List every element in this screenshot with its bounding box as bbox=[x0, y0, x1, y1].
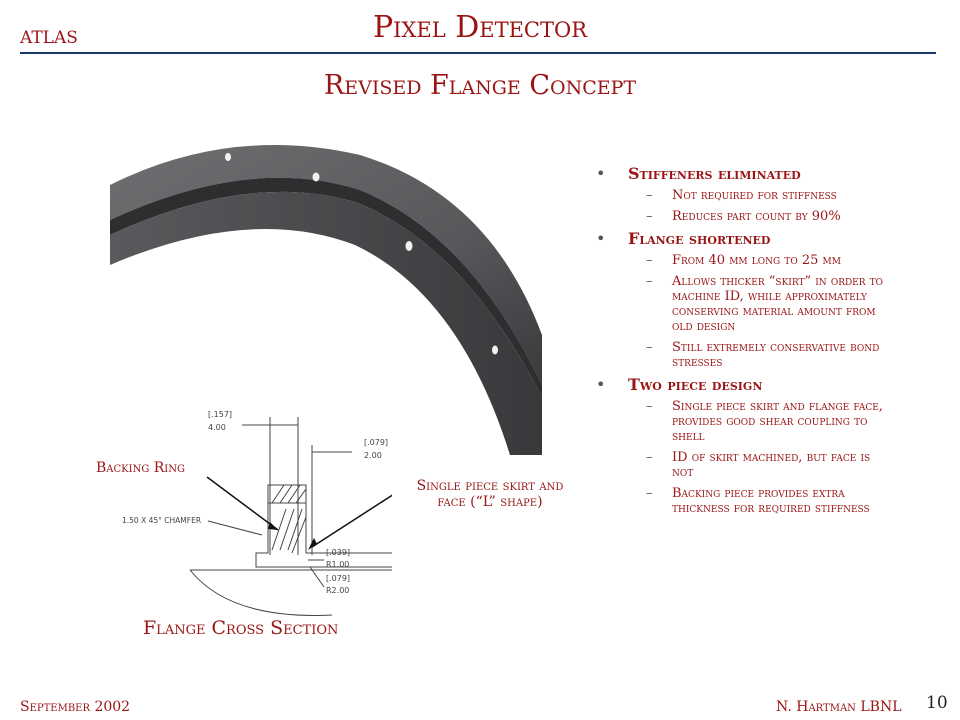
dim-label: R2.00 bbox=[326, 586, 349, 595]
slide-subtitle: Revised Flange Concept bbox=[323, 70, 637, 101]
sub-bullet-item: –Not required for stiffness bbox=[646, 188, 837, 204]
bullet-item: • Two piece design bbox=[596, 375, 896, 394]
dim-label: [.157] bbox=[208, 410, 232, 419]
slide-title: Pixel Detector bbox=[372, 10, 588, 45]
atlas-logo-text: ATLAS bbox=[20, 28, 78, 48]
bullet-item: • Flange shortened bbox=[596, 229, 896, 248]
chamfer-label: 1.50 X 45° CHAMFER bbox=[122, 516, 201, 525]
skirt-callout: Single piece skirt and face (“L” shape) bbox=[416, 478, 564, 511]
sub-bullet-text: Single piece skirt and flange face, prov… bbox=[672, 399, 883, 444]
sub-bullet-item: –ID of skirt machined, but face is not bbox=[646, 449, 871, 480]
sub-bullet-text: Backing piece provides extra thickness f… bbox=[672, 485, 870, 516]
dim-label: 4.00 bbox=[208, 423, 226, 432]
bullet-text: Flange shortened bbox=[628, 229, 771, 249]
flange-cross-section-drawing: [.157] 4.00 [.079] 2.00 1.50 X 45° CHAMF… bbox=[122, 410, 392, 616]
page-number: 10 bbox=[926, 693, 948, 713]
sub-bullet-item: –Backing piece provides extra thickness … bbox=[646, 485, 870, 516]
bullet-item: • Stiffeners eliminated bbox=[596, 164, 896, 183]
figure-caption: Flange Cross Section bbox=[143, 617, 339, 639]
dim-label: [.039] bbox=[326, 548, 350, 557]
bullet-dot: • bbox=[596, 374, 606, 394]
sub-bullet-item: –Reduces part count by 90% bbox=[646, 209, 841, 225]
sub-bullet-text: Still extremely conservative bond stress… bbox=[672, 339, 880, 370]
flange-ring-image bbox=[110, 145, 542, 455]
bullet-list: • Stiffeners eliminated –Not required fo… bbox=[596, 160, 896, 517]
sub-bullet-item: –Allows thicker “skirt” in order to mach… bbox=[646, 274, 884, 334]
sub-bullet-item: –From 40 mm long to 25 mm bbox=[646, 253, 841, 269]
bullet-dot: • bbox=[596, 229, 606, 249]
dim-label: [.079] bbox=[364, 438, 388, 447]
footer-date: September 2002 bbox=[20, 699, 131, 715]
sub-bullet-text: Reduces part count by 90% bbox=[672, 209, 841, 225]
sub-bullet-text: Allows thicker “skirt” in order to machi… bbox=[672, 274, 884, 334]
dim-label: [.079] bbox=[326, 574, 350, 583]
sub-bullet-item: –Still extremely conservative bond stres… bbox=[646, 339, 880, 370]
dim-label: 2.00 bbox=[364, 451, 382, 460]
backing-ring-callout: Backing Ring bbox=[96, 460, 185, 476]
sub-bullet-text: ID of skirt machined, but face is not bbox=[672, 449, 871, 480]
title-divider bbox=[20, 52, 936, 54]
bullet-text: Stiffeners eliminated bbox=[628, 164, 801, 183]
bullet-dot: • bbox=[596, 164, 606, 183]
sub-bullet-text: From 40 mm long to 25 mm bbox=[672, 253, 841, 269]
sub-bullet-text: Not required for stiffness bbox=[672, 188, 837, 204]
sub-bullet-item: –Single piece skirt and flange face, pro… bbox=[646, 399, 883, 444]
footer-author: N. Hartman LBNL bbox=[776, 699, 902, 715]
dim-label: R1.00 bbox=[326, 560, 349, 569]
bullet-text: Two piece design bbox=[628, 374, 763, 394]
